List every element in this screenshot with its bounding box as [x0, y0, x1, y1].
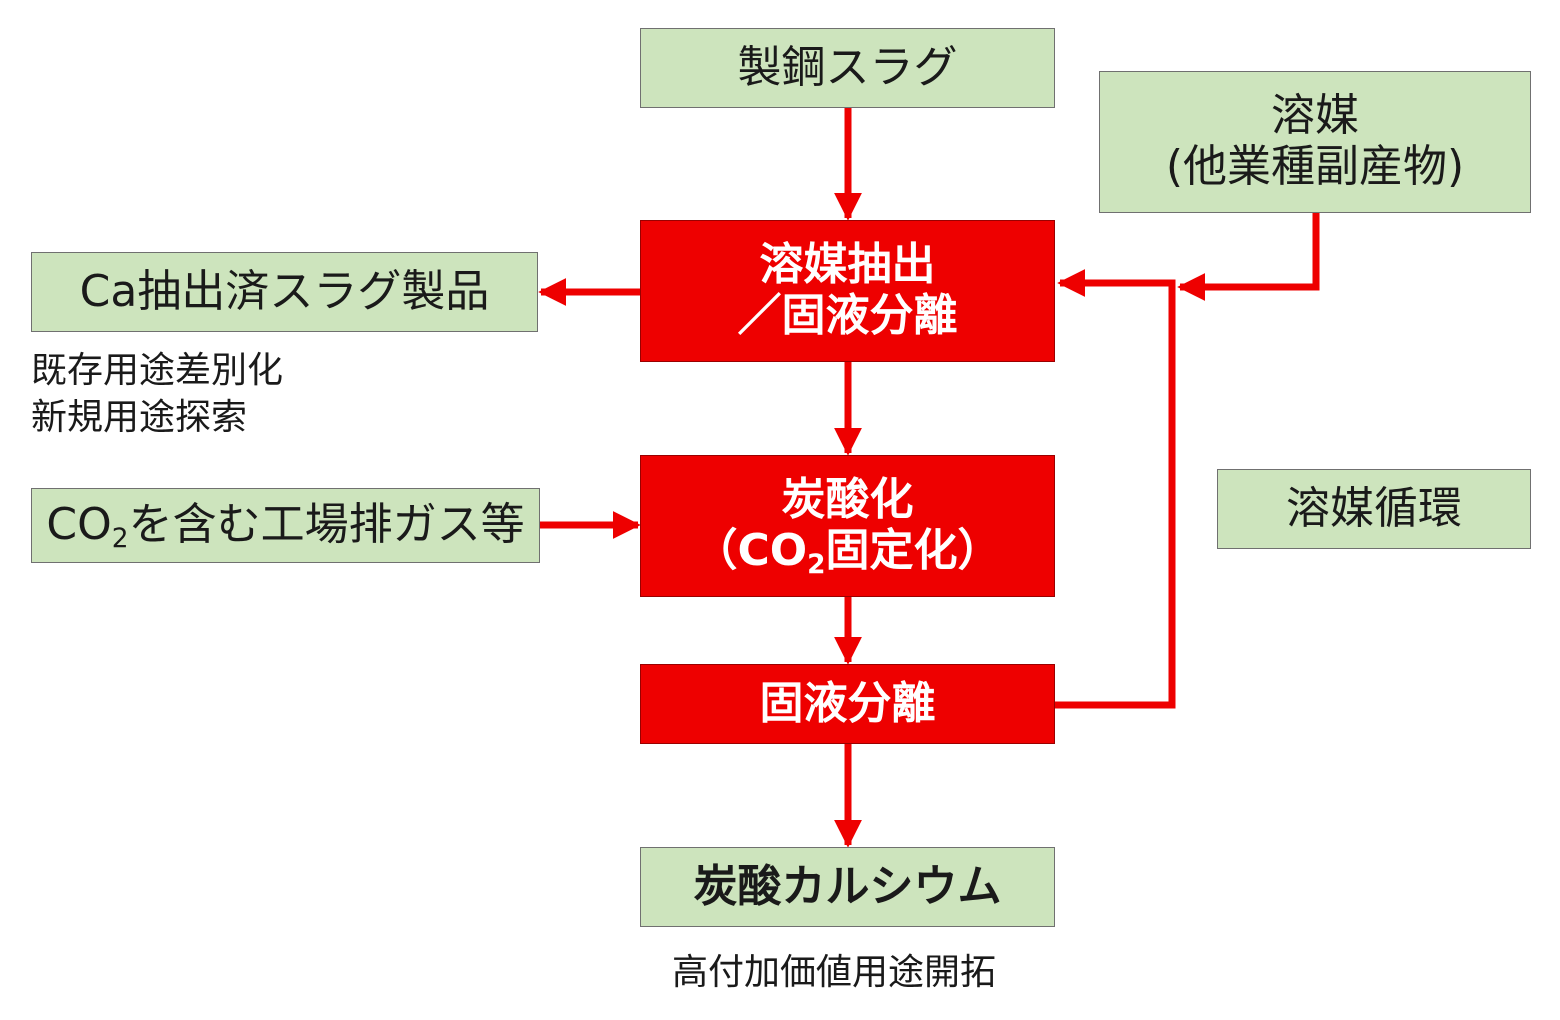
extraction-label-line2: ／固液分離	[737, 290, 958, 341]
separation-label: 固液分離	[759, 677, 936, 729]
calcium-carbonate-label: 炭酸カルシウム	[693, 860, 1002, 912]
ca-slag-product-node: Ca抽出済スラグ製品	[31, 252, 538, 332]
co2-gas-subscript: 2	[111, 523, 129, 555]
solvent-node: 溶媒 (他業種副産物)	[1099, 71, 1531, 213]
co2-gas-node: CO2を含む工場排ガス等	[31, 488, 540, 563]
carbonation-label-line1: 炭酸化	[781, 474, 914, 526]
solvent-recycle-label: 溶媒循環	[1286, 482, 1462, 534]
carbonation-subscript: 2	[807, 548, 826, 580]
arrow-solvent-recycle-loop	[1055, 269, 1176, 709]
caco3-uses-label: 高付加価値用途開拓	[672, 952, 997, 993]
carbonation-prefix: （CO	[693, 525, 808, 576]
co2-gas-label: CO2を含む工場排ガス等	[46, 499, 525, 555]
solid-liquid-separation-node: 固液分離	[640, 664, 1055, 744]
solvent-recycle-node: 溶媒循環	[1217, 469, 1531, 549]
solvent-sublabel: (他業種副産物)	[1165, 141, 1465, 192]
ca-slag-product-label: Ca抽出済スラグ製品	[79, 265, 490, 317]
carbonation-node: 炭酸化 （CO2固定化）	[640, 455, 1055, 597]
caco3-uses-note: 高付加価値用途開拓	[672, 950, 996, 997]
extraction-label-line1: 溶媒抽出	[759, 239, 936, 291]
carbonation-label-line2: （CO2固定化）	[693, 525, 1002, 580]
slag-uses-line2: 新規用途探索	[31, 396, 248, 438]
co2-gas-prefix: CO	[46, 499, 112, 551]
steel-slag-label: 製鋼スラグ	[737, 41, 958, 93]
slag-uses-note: 既存用途差別化 新規用途探索	[31, 348, 283, 442]
arrow-solvent-to-loop	[1177, 213, 1320, 301]
slag-uses-line1: 既存用途差別化	[31, 350, 284, 391]
carbonation-suffix: 固定化）	[825, 525, 1002, 576]
steel-slag-node: 製鋼スラグ	[640, 28, 1055, 108]
calcium-carbonate-node: 炭酸カルシウム	[640, 847, 1055, 927]
solvent-extraction-node: 溶媒抽出 ／固液分離	[640, 220, 1055, 362]
co2-gas-suffix: を含む工場排ガス等	[128, 499, 525, 551]
solvent-label: 溶媒	[1271, 90, 1359, 142]
